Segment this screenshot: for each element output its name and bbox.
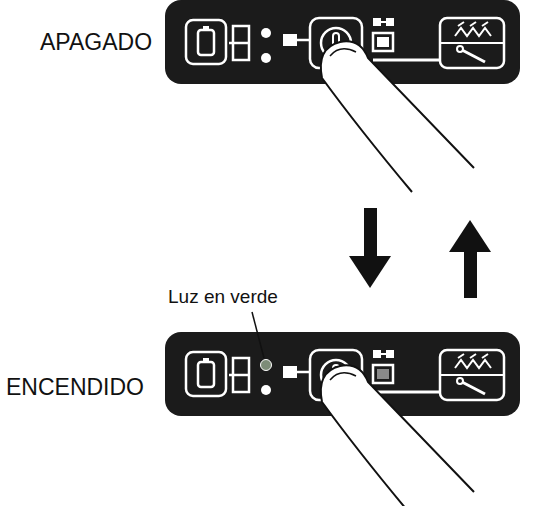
callout-label: Luz en verde — [168, 287, 278, 308]
toggle-arrows — [349, 208, 491, 298]
state-label: ENCENDIDO — [6, 375, 144, 400]
panel-on — [165, 332, 520, 506]
leader-line — [252, 312, 264, 358]
panel-off — [165, 0, 520, 196]
state-label: APAGADO — [40, 30, 152, 55]
